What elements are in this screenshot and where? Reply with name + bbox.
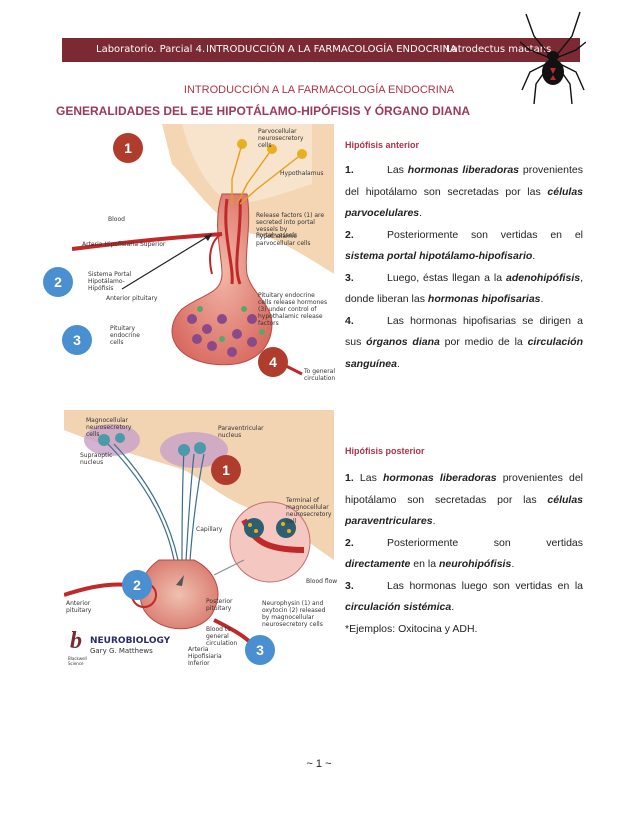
fig1-release-label: Release factors (1) are secreted into po… [256, 212, 325, 247]
svg-text:b: b [70, 628, 82, 654]
fig2-paraventricular-label: Paraventricular nucleus [218, 425, 264, 439]
fig2-blood-flow-label: Blood flow [306, 578, 338, 585]
spider-icon [520, 11, 586, 105]
posterior-heading: Hipófisis posterior [345, 446, 425, 456]
anterior-pituitary-figure [72, 124, 334, 376]
fig2-badge-2: 2 [122, 570, 152, 600]
anterior-item: 2.Posteriormente son vertidas en el sist… [345, 228, 583, 263]
posterior-item: 2.Posteriormente son vertidas directamen… [345, 536, 583, 571]
anterior-item: 1.Las hormonas liberadoras provenientes … [345, 164, 583, 219]
posterior-text: 1. Las hormonas liberadoras provenientes… [345, 468, 583, 640]
anterior-item: 3.Luego, éstas llegan a la adenohipófisi… [345, 271, 583, 306]
fig2-author-label: Gary G. Matthews [90, 647, 153, 655]
fig2-badge-1: 1 [211, 455, 241, 485]
fig2-arteria-label: Arteria Hipofisiaria Inferior [188, 646, 222, 667]
anterior-heading: Hipófisis anterior [345, 140, 420, 150]
posterior-example: *Ejemplos: Oxitocina y ADH. [345, 622, 478, 635]
fig1-badge-4: 4 [258, 347, 288, 377]
posterior-pituitary-figure: b [64, 410, 334, 661]
header-left: Laboratorio. Parcial 4. [96, 44, 206, 55]
anterior-text: 1.Las hormonas liberadoras provenientes … [345, 160, 583, 375]
fig2-neuro-label: Neurophysin (1) and oxytocin (2) release… [262, 600, 326, 628]
fig1-badge-3: 3 [62, 325, 92, 355]
fig1-anterior-label: Anterior pituitary [106, 295, 158, 302]
fig1-hypothalamus-label: Hypothalamus [280, 170, 324, 177]
fig2-anterior-label: Anterior pituitary [66, 600, 92, 614]
fig1-badge-1: 1 [113, 133, 143, 163]
header-center: INTRODUCCIÓN A LA FARMACOLOGÍA ENDOCRINA [206, 44, 457, 55]
fig1-pituitary-release-label: Pituitary endocrine cells release hormon… [258, 292, 328, 327]
page-number: ~ 1 ~ [306, 758, 332, 770]
fig2-capillary-label: Capillary [196, 526, 223, 533]
posterior-item: 1. Las hormonas liberadoras provenientes… [345, 472, 583, 527]
fig1-portal-vessels-label: Portal vessels [256, 232, 298, 239]
fig1-portal-label: Sistema Portal Hipotálamo-Hipófisis [88, 271, 132, 292]
fig2-to-general-label: Blood to general circulation [206, 626, 238, 647]
fig1-pituitary-cells-label: Pituitary endocrine cells [110, 325, 140, 346]
fig1-badge-2: 2 [43, 267, 73, 297]
posterior-item: 3.Las hormonas luego son vertidas en la … [345, 579, 583, 614]
fig2-terminal-label: Terminal of magnocellular neurosecretory… [286, 497, 332, 525]
header-bar: Laboratorio. Parcial 4. INTRODUCCIÓN A L… [62, 38, 580, 62]
anterior-item: 4.Las hormonas hipofisarias se dirigen a… [345, 314, 584, 370]
fig2-badge-3: 3 [245, 635, 275, 665]
fig1-blood-label: Blood [108, 216, 125, 223]
fig1-parvo-label: Parvocellular neurosecretory cells [258, 128, 304, 149]
fig1-general-label: To general circulation [304, 368, 336, 382]
fig2-magno-label: Magnocellular neurosecretory cells [86, 417, 132, 438]
header-right: Latrodectus mactans [446, 44, 552, 55]
fig2-book-label: NEUROBIOLOGY [90, 636, 171, 646]
fig2-posterior-label: Posterior pituitary [206, 598, 233, 612]
section-title: GENERALIDADES DEL EJE HIPOTÁLAMO-HIPÓFIS… [56, 104, 471, 118]
main-title: INTRODUCCIÓN A LA FARMACOLOGÍA ENDOCRINA [183, 84, 455, 96]
fig1-arteria-label: Arteria Hipofisiaria Superior [82, 241, 166, 248]
fig2-publisher-label: Blackwell Science [68, 656, 87, 666]
fig2-supraoptic-label: Supraoptic nucleus [80, 452, 113, 466]
